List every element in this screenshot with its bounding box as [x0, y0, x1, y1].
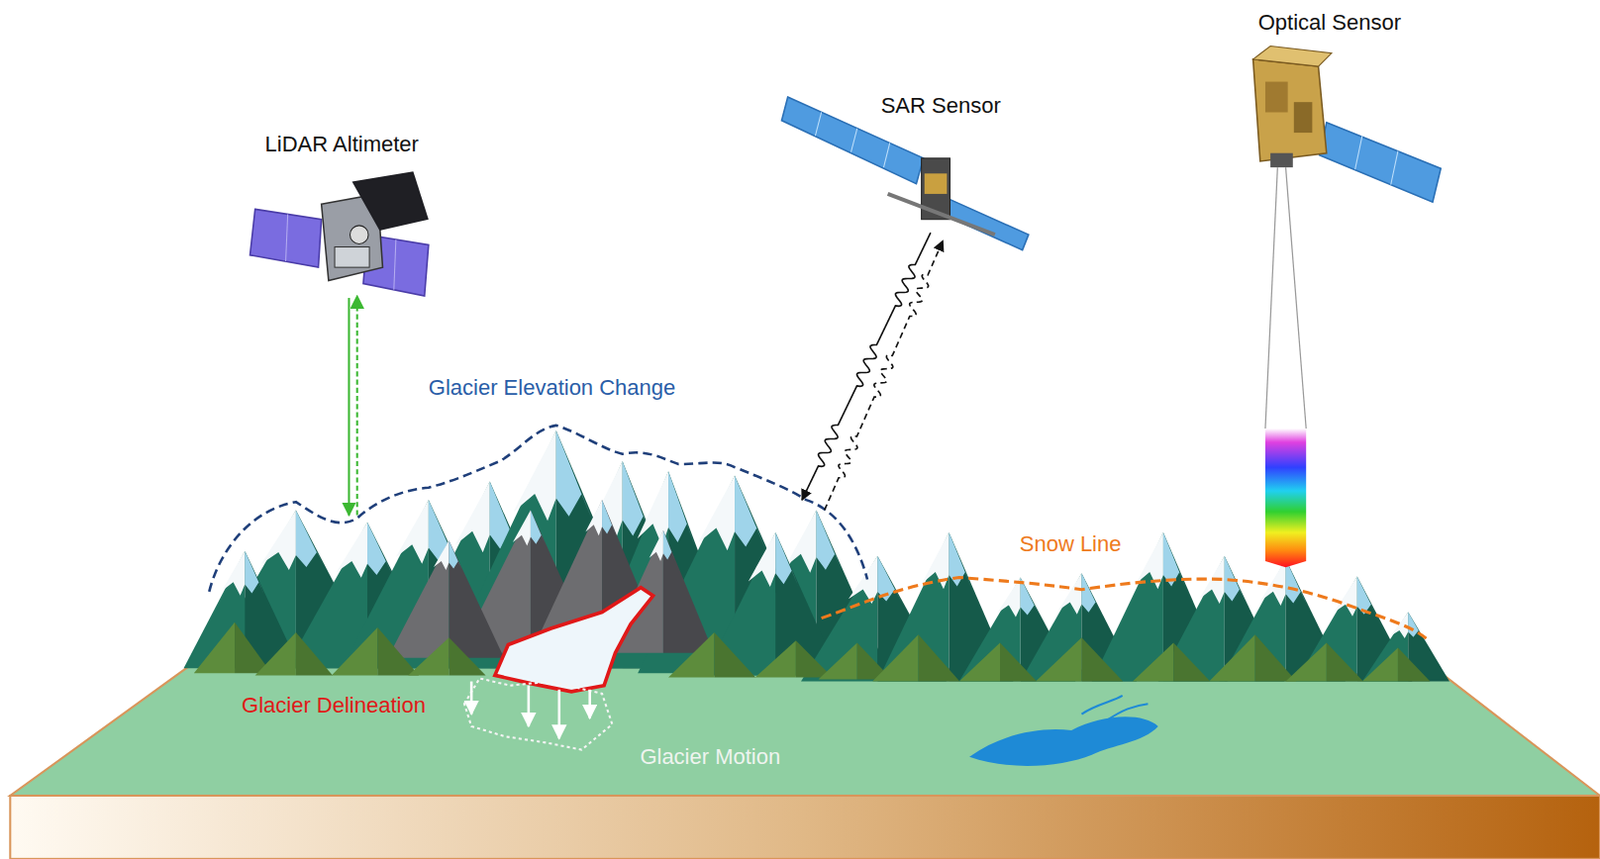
lake — [969, 716, 1159, 767]
sar-echo — [824, 240, 944, 510]
glacier-motion-outline — [464, 678, 612, 750]
optical-view-line — [1265, 167, 1278, 429]
mountain — [755, 640, 833, 678]
lidar-satellite — [250, 171, 429, 297]
mountain — [1208, 634, 1297, 682]
lidar-pulse — [347, 298, 350, 516]
lidar-return — [356, 296, 359, 516]
motion-arrows — [471, 682, 591, 740]
optical-view-line — [1286, 167, 1307, 429]
measurement-label: Glacier Elevation Change — [428, 375, 676, 400]
glacier-outline — [495, 588, 654, 693]
snow-line — [821, 577, 1429, 641]
measurement-label: Snow Line — [1019, 532, 1122, 558]
mountain — [1362, 611, 1450, 682]
optical-satellite — [1253, 45, 1442, 202]
mountain — [959, 642, 1037, 682]
sar-satellite — [781, 97, 1028, 251]
mountain — [407, 637, 486, 676]
mountain — [668, 632, 756, 678]
satellite-label: SAR Sensor — [881, 94, 1001, 119]
mountain — [1035, 637, 1123, 682]
measurement-label: Glacier Delineation — [241, 694, 426, 719]
spectrum-band — [1265, 428, 1306, 568]
mountain — [255, 632, 333, 676]
ground-slab — [9, 796, 1600, 859]
measurement-label: Glacier Motion — [639, 744, 781, 770]
sar-pulse — [801, 232, 931, 500]
satellite-label: Optical Sensor — [1258, 9, 1401, 35]
mountain — [872, 634, 960, 682]
mountain — [194, 622, 272, 675]
sar-signal — [801, 232, 943, 510]
mountain — [331, 627, 419, 676]
satellite-label: LiDAR Altimeter — [265, 132, 419, 158]
stream — [1081, 696, 1148, 721]
mountain — [1286, 642, 1364, 682]
mountain — [1362, 648, 1431, 683]
elevation-change-line — [208, 425, 868, 593]
mountain — [388, 540, 504, 659]
mountain — [1132, 642, 1210, 682]
